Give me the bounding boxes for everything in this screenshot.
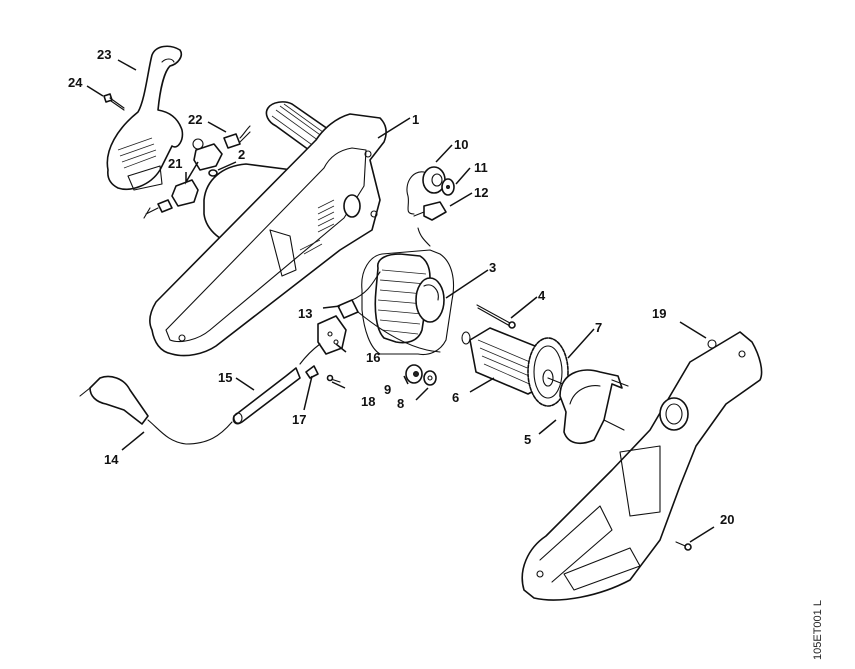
callout-6: 6 [452,390,459,405]
part-brush-holder [143,138,223,219]
part-thermal-cutout [406,166,446,215]
part-air-guide [559,369,629,445]
callout-19: 19 [652,306,666,321]
callout-8: 8 [397,396,404,411]
part-connector [413,201,447,247]
leader-lines [86,59,715,543]
part-clamp-screw [326,374,341,383]
callout-3: 3 [489,260,496,275]
part-carbon-brush [223,125,251,149]
part-cord-clamp [305,365,319,379]
callout-1: 1 [412,112,419,127]
part-power-cord-plug [79,375,233,445]
callout-23: 23 [97,47,111,62]
part-cord-sleeve [232,367,301,425]
callout-14: 14 [104,452,119,467]
part-housing-cover [521,331,763,601]
callout-12: 12 [474,185,488,200]
callout-15: 15 [218,370,232,385]
callout-17: 17 [292,412,306,427]
callout-13: 13 [298,306,312,321]
part-rear-handle [106,45,184,191]
callout-9: 9 [384,382,391,397]
callout-10: 10 [454,137,468,152]
callout-4: 4 [538,288,546,303]
part-screw-long [476,304,516,329]
callout-16: 16 [366,350,380,365]
callout-11: 11 [474,160,488,175]
part-bearing [405,364,423,384]
part-washer-small [441,178,455,196]
callout-18: 18 [361,394,375,409]
part-handle-screw [103,93,125,111]
part-washer [423,370,437,386]
callout-5: 5 [524,432,531,447]
part-cover-screw [675,541,692,551]
part-switch [299,315,347,365]
callout-20: 20 [720,512,734,527]
callout-labels: 1 2 3 4 5 6 7 8 9 10 11 12 13 14 15 16 1… [68,47,734,527]
callout-24: 24 [68,75,83,90]
part-motor-housing [149,101,387,357]
part-stator [361,249,455,356]
callout-7: 7 [595,320,602,335]
part-plug [208,169,218,177]
callout-22: 22 [188,112,202,127]
callout-21: 21 [168,156,182,171]
part-switch-connector [337,271,441,353]
drawing-reference-code: 105ET001 L [812,600,824,660]
callout-2: 2 [238,147,245,162]
